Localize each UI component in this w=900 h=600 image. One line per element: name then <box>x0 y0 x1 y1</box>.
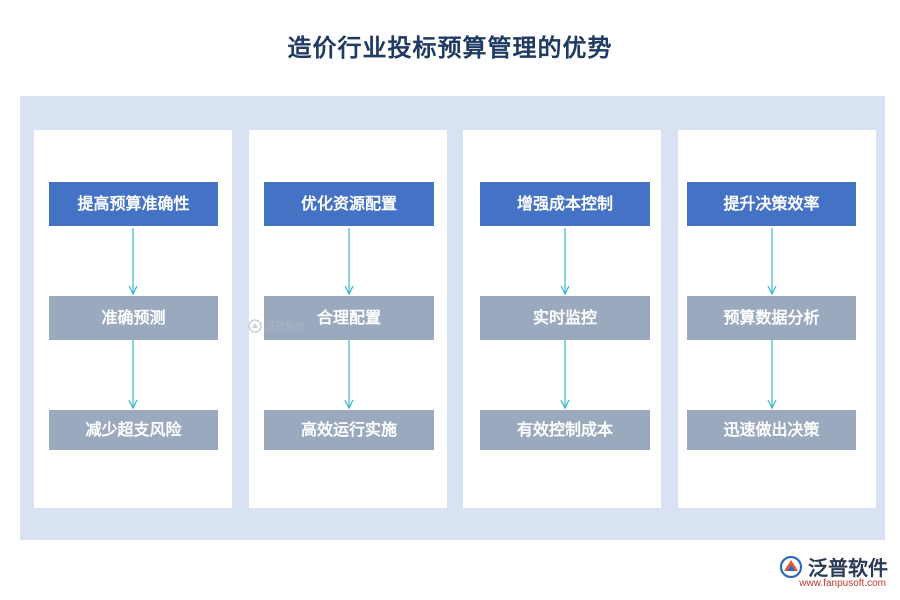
column-2-heading: 优化资源配置 <box>264 182 434 226</box>
arrow-2b <box>344 340 354 410</box>
column-3-step-1: 实时监控 <box>480 296 650 340</box>
brand-logo-icon <box>779 555 803 578</box>
diagram-title: 造价行业投标预算管理的优势 <box>287 34 613 62</box>
arrow-4a <box>767 228 777 296</box>
watermark: 泛普软件 <box>248 318 305 333</box>
watermark-logo-icon <box>248 318 262 333</box>
arrow-3b <box>560 340 570 410</box>
arrow-4b <box>767 340 777 410</box>
column-2-step-1: 合理配置 <box>264 296 434 340</box>
brand-url: www.fanpusoft.com <box>799 578 886 589</box>
arrow-3a <box>560 228 570 296</box>
column-1-step-2: 减少超支风险 <box>49 410 218 450</box>
column-2-step-2: 高效运行实施 <box>264 410 434 450</box>
column-3-heading: 增强成本控制 <box>480 182 650 226</box>
arrow-1b <box>128 340 138 410</box>
column-1-heading: 提高预算准确性 <box>49 182 218 226</box>
watermark-text: 泛普软件 <box>265 322 305 333</box>
arrow-2a <box>344 228 354 296</box>
column-4-step-1: 预算数据分析 <box>687 296 856 340</box>
column-4-heading: 提升决策效率 <box>687 182 856 226</box>
brand-name: 泛普软件 <box>808 556 888 580</box>
column-3-step-2: 有效控制成本 <box>480 410 650 450</box>
arrow-1a <box>128 228 138 296</box>
column-1-step-1: 准确预测 <box>49 296 218 340</box>
brand-logo: 泛普软件 <box>778 552 888 581</box>
column-4-step-2: 迅速做出决策 <box>687 410 856 450</box>
